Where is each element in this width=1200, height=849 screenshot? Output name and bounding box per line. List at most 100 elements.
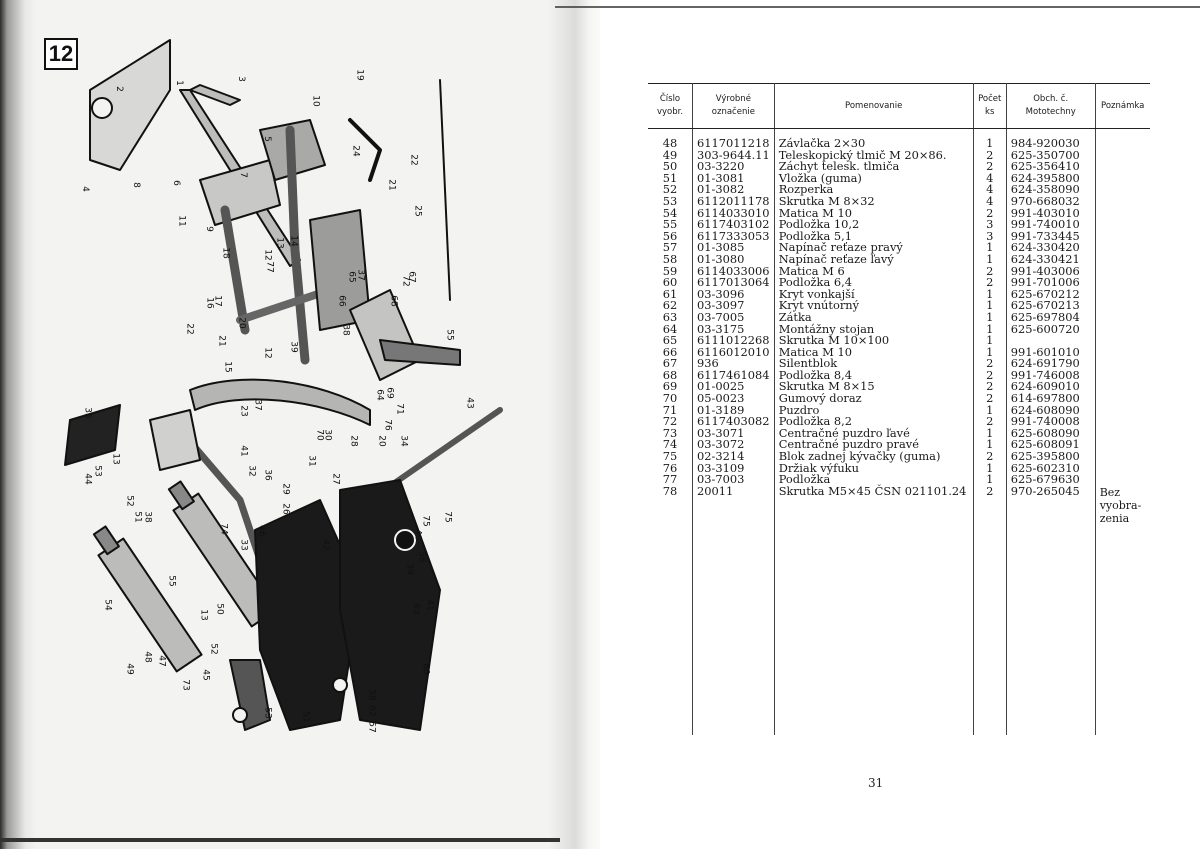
callout-number: 12 xyxy=(262,347,273,359)
callout-number: 74 xyxy=(218,523,229,535)
cell-note xyxy=(1095,312,1150,324)
callout-number: 67 xyxy=(406,271,417,283)
callout-number: 13 xyxy=(110,453,121,465)
page-edge-shadow xyxy=(0,0,36,849)
column-header: Číslo vyobr. xyxy=(648,83,693,129)
callout-number: 19 xyxy=(354,69,365,81)
cell-code: 20011 xyxy=(692,485,775,525)
callout-number: 22 xyxy=(408,154,419,166)
cell-order-number: 624-330420 xyxy=(1006,242,1096,254)
cell-number: 70 xyxy=(648,392,693,405)
cell-count: 1 xyxy=(973,300,1007,312)
cell-code: 6117403102 xyxy=(692,219,775,231)
cell-number: 50 xyxy=(648,161,693,173)
cell-code: 03-3220 xyxy=(692,161,775,173)
cell-name: Napínač reťaze ľavý xyxy=(774,253,974,266)
cell-order-number: 624-395800 xyxy=(1006,172,1096,185)
column-header: Výrobné označenie xyxy=(692,83,775,129)
cell-number: 61 xyxy=(648,288,693,301)
cell-number: 58 xyxy=(648,253,693,266)
cell-name: Podložka 10,2 xyxy=(774,219,974,231)
cell-code: 01-3189 xyxy=(692,404,775,417)
cell-number: 73 xyxy=(648,427,693,440)
cell-name: Záchyt telesk. tlmiča xyxy=(774,161,974,173)
cell-code: 6117403082 xyxy=(692,416,775,428)
cell-number: 66 xyxy=(648,346,693,359)
cell-order-number: 625-356410 xyxy=(1006,161,1096,173)
cell-count: 2 xyxy=(973,149,1007,162)
cell-order-number: 970-265045 xyxy=(1006,485,1096,525)
cell-name: Napínač reťaze pravý xyxy=(774,242,974,254)
callout-number: 55 xyxy=(444,329,455,341)
cell-name: Skrutka M 10×100 xyxy=(774,334,974,347)
cell-order-number: 991-601010 xyxy=(1006,346,1096,359)
cell-order-number: 614-697800 xyxy=(1006,392,1096,405)
cell-name: Závlačka 2×30 xyxy=(774,128,974,150)
cell-name: Puzdro xyxy=(774,404,974,417)
column-header: Pomenovanie xyxy=(774,83,974,129)
callout-number: 37 xyxy=(252,399,263,411)
cell-count: 2 xyxy=(973,207,1007,220)
callout-number: 73 xyxy=(180,679,191,691)
cell-code: 6111012268 xyxy=(692,334,775,347)
cell-code: 01-3082 xyxy=(692,184,775,196)
cell-number: 64 xyxy=(648,323,693,336)
cell-name: Skrutka M5×45 ČSN 021101.24 xyxy=(774,485,974,525)
cell-code: 03-3096 xyxy=(692,288,775,301)
cell-note xyxy=(1095,219,1150,231)
cell-note: Bez vyobra-zenia xyxy=(1099,485,1142,525)
cell-note xyxy=(1095,358,1150,370)
callout-number: 57 xyxy=(366,721,377,733)
callout-number: 30 xyxy=(322,429,333,441)
callout-number: 71 xyxy=(394,403,405,415)
cell-note xyxy=(1095,324,1150,336)
cell-name: Podložka 8,2 xyxy=(774,416,974,428)
callout-number: 25 xyxy=(412,205,423,217)
cell-name: Rozperka xyxy=(774,184,974,196)
cell-name: Centračné puzdro pravé xyxy=(774,439,974,452)
callout-number: 77 xyxy=(264,261,275,273)
cell-name: Vložka (guma) xyxy=(774,172,974,185)
cell-code: 6112011178 xyxy=(692,195,775,208)
cell-count: 2 xyxy=(973,381,1007,394)
callout-number: 21 xyxy=(216,335,227,347)
cell-order-number: 624-609010 xyxy=(1006,381,1096,394)
cell-code: 6117333053 xyxy=(692,230,775,243)
callout-number: 41 xyxy=(424,599,435,611)
cell-name: Kryt vonkajší xyxy=(774,288,974,301)
cell-note xyxy=(1095,277,1150,289)
cell-count: 1 xyxy=(973,462,1007,475)
cell-order-number: 984-920030 xyxy=(1006,128,1096,150)
cell-count: 1 xyxy=(973,311,1007,324)
cell-number: 71 xyxy=(648,404,693,417)
cell-count: 1 xyxy=(973,474,1007,486)
frame-tube-left xyxy=(220,205,250,335)
figure-number: 12 xyxy=(44,38,78,70)
callout-number: 64 xyxy=(374,389,385,401)
cell-number: 53 xyxy=(648,195,693,208)
cell-number: 78 xyxy=(648,485,693,525)
cell-order-number: 970-668032 xyxy=(1006,195,1096,208)
callout-number: 18 xyxy=(220,247,231,259)
cell-note xyxy=(1095,474,1150,486)
callout-number: 75 xyxy=(420,515,431,527)
cell-note xyxy=(1095,381,1150,393)
cover-plug xyxy=(394,529,416,551)
callout-number: 20 xyxy=(376,435,387,447)
cell-name: Skrutka M 8×32 xyxy=(774,195,974,208)
callout-number: 42 xyxy=(320,539,331,551)
cell-count: 2 xyxy=(973,161,1007,173)
cell-number: 72 xyxy=(648,416,693,428)
exploded-parts-drawing xyxy=(64,39,503,731)
callout-number: 52 xyxy=(124,495,135,507)
callout-number: 7 xyxy=(237,172,248,178)
